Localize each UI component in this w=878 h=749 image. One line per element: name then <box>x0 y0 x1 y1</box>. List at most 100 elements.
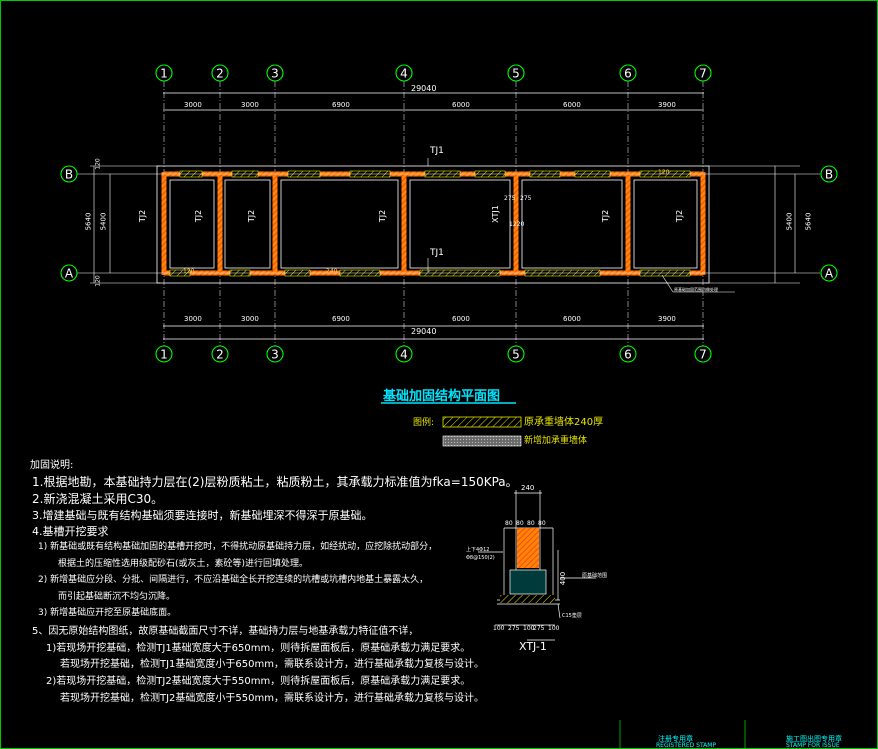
note-line-11: 1)若现场开挖基础，检测TJ1基础宽度大于650mm，则待拆屋面板后，原基础承载… <box>46 643 471 654</box>
wall-segment <box>625 172 631 275</box>
label-tj2-b: TJ2 <box>194 209 204 223</box>
label-tj1-top: TJ1 <box>430 146 444 156</box>
note-line-13: 2)若现场开挖基础，检测TJ2基础宽度大于550mm，则待拆屋面板后，原基础承载… <box>46 676 471 687</box>
svg-text:7: 7 <box>699 348 707 362</box>
svg-text:3: 3 <box>271 348 279 362</box>
svg-text:B: B <box>65 168 73 182</box>
axis-bubble-4-bottom: 4 <box>395 345 413 363</box>
section-beam-fill <box>517 528 539 568</box>
legend-swatch-new <box>442 435 522 447</box>
axis-bubble-4-top: 4 <box>395 64 413 82</box>
svg-text:A: A <box>825 267 834 281</box>
dim-top-1: 3000 <box>184 101 202 109</box>
dim-bottom-1: 3000 <box>184 315 202 323</box>
svg-text:6: 6 <box>624 67 632 81</box>
note-line-14: 若现场开挖基础，检测TJ2基础宽度小于550mm，需联系设计方，进行基础承载力复… <box>60 693 484 704</box>
note-line-4: 4.基槽开挖要求 <box>32 525 109 538</box>
section-rebar-2: Φ8@150(2) <box>466 555 495 561</box>
svg-text:1: 1 <box>160 67 168 81</box>
axis-bubble-2-top: 2 <box>211 64 229 82</box>
dim-top-2: 3000 <box>241 101 259 109</box>
legend-item-existing: 原承重墙体240厚 <box>524 417 604 428</box>
label-tj2-c: TJ2 <box>247 209 257 223</box>
row-bubble-B-right: B <box>820 165 838 183</box>
foundation-outline <box>156 165 710 284</box>
wall-segment <box>700 172 706 275</box>
side-dim-right-inner: 5400 <box>785 212 794 231</box>
row-bubble-A-left: A <box>60 264 78 282</box>
axis-bubble-6-top: 6 <box>619 64 637 82</box>
stamp-right-cn: 施工图出图专用章 <box>786 735 842 743</box>
section-height-dim: 400 <box>559 571 568 586</box>
callout-text: 原基础加固范围内做处理 <box>674 287 718 292</box>
section-base-fill <box>500 595 555 603</box>
label-tj2-a: TJ2 <box>138 209 148 223</box>
svg-text:5: 5 <box>512 67 520 81</box>
room-outline <box>633 179 698 269</box>
section-top-dim: 240 <box>521 484 535 492</box>
row-axis-lines <box>77 173 820 274</box>
note-line-12: 若现场开挖基础，检测TJ1基础宽度小于650mm，需联系设计方，进行基础承载力复… <box>60 659 484 670</box>
note-line-3: 3.增建基础与既有结构基础须要连接时，新基础埋深不得深于原基础。 <box>32 509 373 522</box>
dim-bottom-4: 6000 <box>452 315 470 323</box>
section-dim-4: 80 <box>538 520 546 527</box>
wall-segment <box>513 172 519 275</box>
row-bubble-A-right: A <box>820 264 838 282</box>
axis-bubble-3-top: 3 <box>266 64 284 82</box>
inner-dim-c: 1220 <box>509 221 525 228</box>
note-line-8: 而引起基础断沉不均匀沉降。 <box>58 592 176 602</box>
wall-outline <box>161 158 706 277</box>
inner-dim-b: 275 <box>520 195 532 202</box>
room-outline <box>169 179 215 269</box>
axis-bubble-5-top: 5 <box>507 64 525 82</box>
wall-segment <box>161 172 167 275</box>
side-dim-right-outer: 5640 <box>804 212 813 231</box>
label-tj2-d: TJ2 <box>378 209 388 223</box>
note-line-9: 3) 新增基础应开挖至原基础底面。 <box>38 608 177 618</box>
wall-segment <box>401 172 407 275</box>
svg-text:2: 2 <box>216 348 224 362</box>
dim-top-3: 6900 <box>332 101 350 109</box>
total-dim-bottom: 29040 <box>411 327 437 336</box>
axis-bubble-1-bottom: 1 <box>155 345 173 363</box>
small-label-2: 240 <box>326 268 338 275</box>
note-line-7: 2) 新增基础应分段、分批、间隔进行，不应沿基础全长开挖连续的坑槽或坑槽内地基土… <box>38 575 429 585</box>
dim-top-5: 6000 <box>563 101 581 109</box>
total-dim-top: 29040 <box>411 84 437 93</box>
room-outline <box>224 179 271 269</box>
section-detail <box>478 490 596 641</box>
axis-bubble-7-bottom: 7 <box>694 345 712 363</box>
axis-bubble-5-bottom: 5 <box>507 345 525 363</box>
row-bubble-B-left: B <box>60 165 78 183</box>
section-dim-1: 80 <box>505 520 513 527</box>
label-tj1-mid: TJ1 <box>430 248 444 258</box>
note-line-5: 1) 新基础或既有结构基础加固的基槽开挖时，不得扰动原基础持力层，如经扰动，应挖… <box>38 542 438 552</box>
svg-text:2: 2 <box>216 67 224 81</box>
axis-bubble-7-top: 7 <box>694 64 712 82</box>
section-bottom-dim-4: 275 <box>533 625 545 632</box>
svg-text:4: 4 <box>400 67 408 81</box>
stamp-right-en: STAMP FOR ISSUE <box>786 742 840 749</box>
inner-dim-a: 275 <box>504 195 516 202</box>
label-xtj1: XTJ1 <box>490 205 500 223</box>
dim-bottom-6: 3900 <box>658 315 676 323</box>
svg-text:7: 7 <box>699 67 707 81</box>
top-dimensions <box>163 92 704 340</box>
dim-bottom-5: 6000 <box>563 315 581 323</box>
section-bottom-dim-3: 100 <box>523 625 535 632</box>
svg-text:5: 5 <box>512 348 520 362</box>
note-line-1: 1.根据地勘，本基础持力层在(2)层粉质粘土，粘质粉土，其承载力标准值为fka=… <box>32 475 518 489</box>
wall-segment <box>272 172 278 275</box>
section-rebar-1: 上下4Φ12 <box>466 547 490 553</box>
section-bottom-dim-2: 275 <box>508 625 520 632</box>
axis-bubble-3-bottom: 3 <box>266 345 284 363</box>
svg-text:3: 3 <box>271 67 279 81</box>
section-dim-3: 80 <box>527 520 535 527</box>
axis-bubble-6-bottom: 6 <box>619 345 637 363</box>
room-outline <box>409 179 511 269</box>
side-small-top: 120 <box>94 158 102 170</box>
svg-text:1: 1 <box>160 348 168 362</box>
side-small-bottom: 120 <box>94 275 102 287</box>
svg-text:B: B <box>825 168 833 182</box>
